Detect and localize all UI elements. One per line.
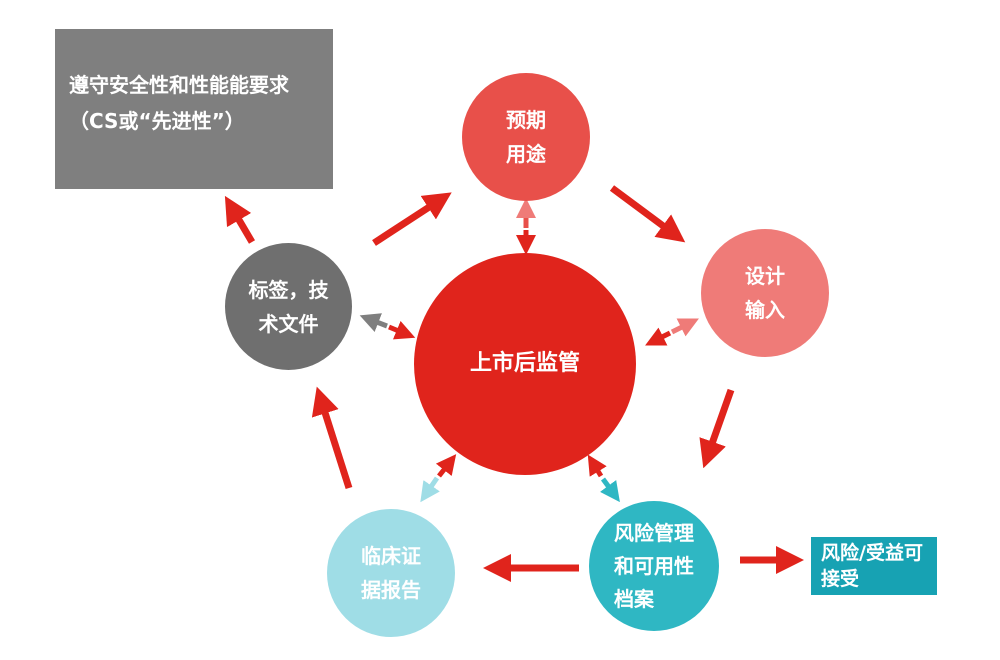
labeling-technical-docs-node: 标签，技 术文件 [225,243,352,370]
arrow-design-to-risk [699,388,735,469]
arrow-intended-to-design [609,185,686,243]
clinical-evidence-report-node: 临床证 据报告 [327,509,455,637]
risk-benefit-acceptable-box: 风险/受益可接受 [811,537,937,595]
arrow-center-to-label [359,313,388,332]
arrow-risk-to-center [587,454,607,478]
arrow-center-to-risk [600,477,620,503]
arrow-center-to-clinical [420,476,440,503]
compliance-requirement-text: 遵守安全性和性能能要求（CS或“先进性”） [69,73,289,133]
risk-benefit-acceptable-text: 风险/受益可接受 [821,542,923,590]
arrow-center-to-design [670,318,699,337]
risk-usability-file-node: 风险管理 和可用性 档案 [589,501,719,631]
design-input-node: 设计 输入 [701,229,829,357]
arrow-label-to-compliance [224,195,256,244]
intended-use-label: 预期 用途 [506,108,546,166]
post-market-surveillance-node: 上市后监管 [414,253,636,475]
clinical-evidence-report-label: 临床证 据报告 [361,544,421,602]
risk-usability-file-label: 风险管理 和可用性 档案 [614,520,694,611]
labeling-technical-docs-label: 标签，技 术文件 [248,277,329,336]
arrow-clinical-to-label [311,386,353,490]
arrow-label-to-center [388,320,416,340]
design-input-label: 设计 输入 [745,264,785,322]
post-market-surveillance-label: 上市后监管 [469,351,580,376]
arrow-label-to-intended [372,192,452,246]
arrow-design-to-center [645,327,672,346]
intended-use-node: 预期 用途 [462,73,590,201]
compliance-requirement-box: 遵守安全性和性能能要求（CS或“先进性”） [55,29,333,189]
arrow-clinical-to-center [435,454,457,478]
